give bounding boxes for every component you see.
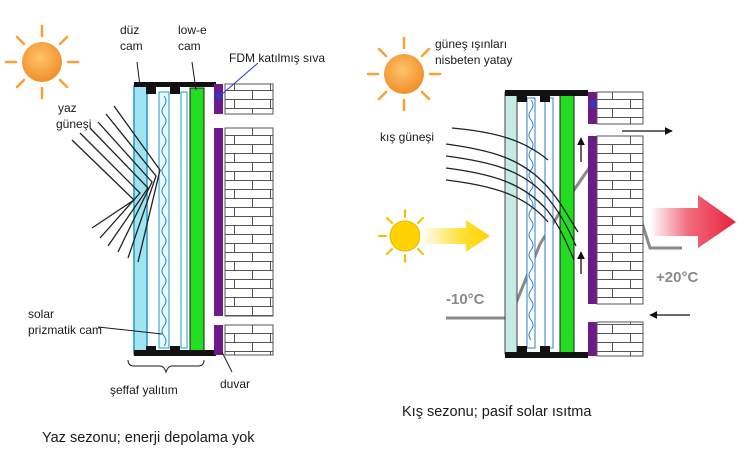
- winter-lowe-glass: [559, 93, 575, 355]
- winter-rays-note-1: güneş ışınları: [435, 37, 507, 51]
- svg-text:güneşi: güneşi: [56, 117, 91, 131]
- winter-insulation-wave: [528, 99, 534, 341]
- winter-sun-label: kış güneşi: [380, 130, 434, 144]
- summer-prism-label-2: prizmatik cam: [28, 323, 102, 337]
- svg-text:nisbeten yatay: nisbeten yatay: [435, 53, 512, 67]
- winter-rays-note-2: nisbeten yatay: [435, 53, 512, 67]
- winter-plaster-bot: [588, 322, 597, 356]
- winter-clear-glass: [504, 91, 518, 355]
- summer-plaster-label: FDM katılmış sıva: [229, 51, 325, 65]
- winter-plaster-mid: [588, 136, 597, 304]
- winter-low-sun-icon: [378, 209, 424, 263]
- winter-caption: Kış sezonu; pasif solar ısıtma: [402, 404, 592, 420]
- svg-text:solar: solar: [28, 307, 54, 321]
- winter-temp-in: +20°C: [656, 269, 698, 286]
- summer-caption: Yaz sezonu; enerji depolama yok: [42, 430, 255, 446]
- summer-lowe-glass: [189, 87, 205, 355]
- summer-lowe-label-1: low-e: [178, 23, 207, 37]
- summer-plaster-mid: [214, 128, 223, 316]
- winter-diagram: güneş ışınları nisbeten yatay kış güneşi…: [366, 36, 736, 420]
- summer-lowe-label-2: cam: [178, 39, 201, 53]
- summer-prism-label-1: solar: [28, 307, 54, 321]
- winter-rays: [445, 127, 579, 261]
- summer-sun-label-2: güneşi: [56, 117, 91, 131]
- summer-leaders: [97, 61, 259, 374]
- summer-sun-icon: [4, 24, 80, 100]
- summer-plaster-bot: [214, 325, 223, 355]
- winter-high-sun-icon: [366, 36, 442, 112]
- svg-text:prizmatik cam: prizmatik cam: [28, 323, 102, 337]
- summer-sun-label-1: yaz: [58, 101, 77, 115]
- summer-clear-glass-label-2: cam: [120, 39, 143, 53]
- winter-sun-arrow: [420, 220, 490, 252]
- winter-glazing-unit: [504, 90, 588, 358]
- svg-text:güneş ışınları: güneş ışınları: [435, 37, 507, 51]
- svg-text:düz: düz: [120, 23, 139, 37]
- summer-prismatic-glass: [158, 91, 170, 349]
- summer-wall-label: duvar: [220, 377, 250, 391]
- winter-temp-out: -10°C: [446, 291, 485, 308]
- svg-text:yaz: yaz: [58, 101, 77, 115]
- summer-glazing-unit: [133, 82, 216, 356]
- winter-brick-wall: [596, 91, 644, 357]
- summer-diagram: düz cam low-e cam FDM katılmış sıva yaz …: [4, 23, 325, 446]
- winter-plaster-top: [588, 92, 597, 124]
- svg-text:cam: cam: [178, 39, 201, 53]
- winter-heat-arrow: [650, 195, 736, 248]
- summer-rays: [71, 105, 161, 263]
- summer-brick-wall: [224, 83, 274, 356]
- summer-insulation-label: şeffaf yalıtım: [110, 383, 178, 397]
- svg-text:low-e: low-e: [178, 23, 207, 37]
- summer-clear-glass-label-1: düz: [120, 23, 139, 37]
- summer-insulation-wave: [161, 95, 167, 347]
- svg-text:cam: cam: [120, 39, 143, 53]
- summer-plaster-top: [214, 84, 223, 114]
